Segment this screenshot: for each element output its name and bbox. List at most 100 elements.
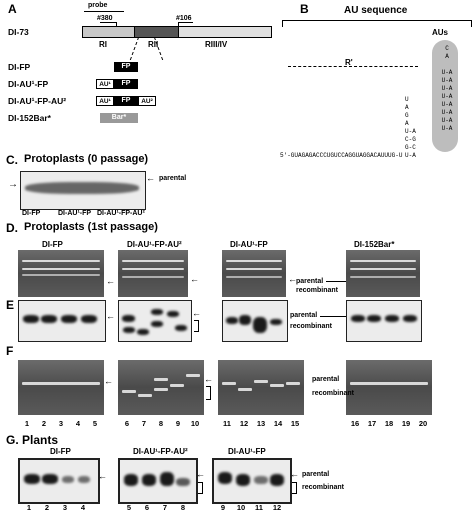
panel-f-lane-number: 5 bbox=[92, 419, 98, 428]
panel-d-connector bbox=[326, 281, 346, 282]
panel-d-title: Protoplasts (1st passage) bbox=[24, 221, 158, 233]
probe-label: probe bbox=[88, 2, 108, 9]
panel-g-lane-number: 1 bbox=[26, 503, 32, 512]
construct-diau1fp: DI-AU¹-FP bbox=[8, 79, 49, 89]
au-sequence: 5'-GUAGAGACCCUGUCCAGGUAGGACAUUUG-U bbox=[280, 152, 403, 159]
fp-box-2: FP bbox=[114, 79, 138, 89]
panel-f-gel-1 bbox=[18, 360, 104, 415]
fp-box-3: FP bbox=[114, 96, 138, 106]
construct-difp: DI-FP bbox=[8, 62, 31, 72]
site-106: #106 bbox=[176, 15, 192, 22]
panel-e-letter: E bbox=[6, 298, 15, 312]
panel-d-gel-2 bbox=[118, 250, 188, 297]
panel-g-arrow-2 bbox=[196, 469, 205, 479]
panel-c-title: Protoplasts (0 passage) bbox=[24, 153, 149, 165]
panel-e-arrow-2 bbox=[192, 308, 201, 318]
panel-c-letter: C. bbox=[6, 153, 18, 167]
panel-f-arrow-2 bbox=[204, 374, 213, 384]
panel-b-letter: B bbox=[300, 2, 309, 16]
au2-box: AU² bbox=[138, 96, 156, 106]
panel-g-lane-number: 4 bbox=[80, 503, 86, 512]
panel-g-bracket-2 bbox=[292, 482, 297, 494]
rprime-label: R' bbox=[345, 58, 353, 67]
panel-g-lane-number: 12 bbox=[272, 503, 282, 512]
panel-g-arrow-1 bbox=[98, 471, 107, 481]
construct-di73: DI-73 bbox=[8, 27, 29, 37]
panel-g-arrow-3 bbox=[290, 469, 299, 479]
panel-d-gel-1 bbox=[18, 250, 104, 297]
panel-c-lane-diau1fpau2: DI-AU¹-FP-AU² bbox=[97, 210, 145, 217]
panel-d-parental: parental bbox=[296, 278, 324, 285]
au-bracket bbox=[282, 20, 472, 27]
region-ri-label: RI bbox=[99, 40, 107, 49]
region-ri-bar bbox=[82, 26, 136, 38]
probe-line bbox=[84, 11, 124, 12]
panel-f-recombinant: recombinant bbox=[312, 390, 355, 397]
panel-f-lane-number: 17 bbox=[367, 419, 377, 428]
panel-f-lane-number: 7 bbox=[141, 419, 147, 428]
panel-d-group-di152bar: DI-152Bar* bbox=[354, 240, 395, 249]
arrow-380 bbox=[100, 22, 117, 27]
aus-label: AUs bbox=[432, 28, 449, 37]
panel-a-letter: A bbox=[8, 2, 17, 16]
panel-e-parental: parental bbox=[290, 312, 318, 319]
panel-f-lane-number: 14 bbox=[273, 419, 283, 428]
panel-d-gel-4 bbox=[346, 250, 420, 297]
panel-g-title: G. Plants bbox=[6, 433, 59, 447]
panel-g-lane-number: 8 bbox=[180, 503, 186, 512]
panel-e-arrow-1 bbox=[106, 311, 115, 321]
panel-g-blot-2 bbox=[118, 458, 198, 504]
dashed-line-left bbox=[129, 37, 140, 60]
panel-f-lane-number: 10 bbox=[190, 419, 200, 428]
panel-f-lane-number: 9 bbox=[175, 419, 181, 428]
panel-f-lane-number: 4 bbox=[75, 419, 81, 428]
panel-f-lane-number: 1 bbox=[24, 419, 30, 428]
construct-diau1fpau2: DI-AU¹-FP-AU² bbox=[8, 96, 67, 106]
panel-f-gel-3 bbox=[218, 360, 304, 415]
panel-c-arrow-left bbox=[8, 179, 18, 190]
panel-f-lane-number: 11 bbox=[223, 419, 231, 428]
panel-g-blot-3 bbox=[212, 458, 292, 504]
panel-c-parental: parental bbox=[159, 175, 187, 182]
panel-f-arrow-1 bbox=[104, 376, 113, 386]
panel-d-group-diau1fpau2: DI-AU¹-FP-AU² bbox=[127, 240, 182, 249]
panel-g-lane-number: 10 bbox=[236, 503, 246, 512]
panel-g-recombinant: recombinant bbox=[302, 484, 345, 491]
region-riii-label: RIII/IV bbox=[205, 40, 228, 49]
panel-g-lane-number: 2 bbox=[44, 503, 50, 512]
panel-d-group-diau1fp: DI-AU¹-FP bbox=[230, 240, 268, 249]
panel-g-lane-number: 11 bbox=[255, 503, 263, 512]
construct-di152bar: DI-152Bar* bbox=[8, 113, 51, 123]
panel-d-group-difp: DI-FP bbox=[42, 240, 63, 249]
panel-d-arrow-1 bbox=[106, 276, 115, 286]
panel-d-gel-3 bbox=[222, 250, 286, 297]
panel-e-blot-4 bbox=[346, 300, 422, 342]
au-sequence-title: AU sequence bbox=[344, 5, 408, 16]
panel-f-lane-number: 12 bbox=[239, 419, 249, 428]
bar-box: Bar* bbox=[100, 113, 138, 123]
panel-g-parental: parental bbox=[302, 471, 330, 478]
panel-e-blot-2 bbox=[118, 300, 192, 342]
au1-box-2: AU¹ bbox=[96, 96, 114, 106]
panel-f-letter: F bbox=[6, 344, 14, 358]
region-rii-label: RII bbox=[148, 40, 159, 49]
panel-g-lane-number: 5 bbox=[126, 503, 132, 512]
site-380: #380 bbox=[97, 15, 113, 22]
panel-f-lane-number: 19 bbox=[401, 419, 411, 428]
panel-d-recombinant: recombinant bbox=[296, 287, 339, 294]
panel-e-bracket bbox=[194, 320, 199, 332]
arrow-106 bbox=[178, 22, 193, 27]
panel-f-gel-2 bbox=[118, 360, 204, 415]
panel-f-lane-number: 6 bbox=[124, 419, 130, 428]
rprime-dashed-line bbox=[288, 66, 418, 67]
panel-f-lane-number: 15 bbox=[290, 419, 300, 428]
region-rii-bar bbox=[134, 26, 180, 38]
panel-g-blot-1 bbox=[18, 458, 100, 504]
panel-g-lane-number: 6 bbox=[144, 503, 150, 512]
panel-f-bracket bbox=[206, 386, 211, 400]
panel-c-arrow-right bbox=[146, 173, 155, 183]
panel-f-lane-number: 18 bbox=[384, 419, 394, 428]
panel-g-lane-number: 9 bbox=[220, 503, 226, 512]
